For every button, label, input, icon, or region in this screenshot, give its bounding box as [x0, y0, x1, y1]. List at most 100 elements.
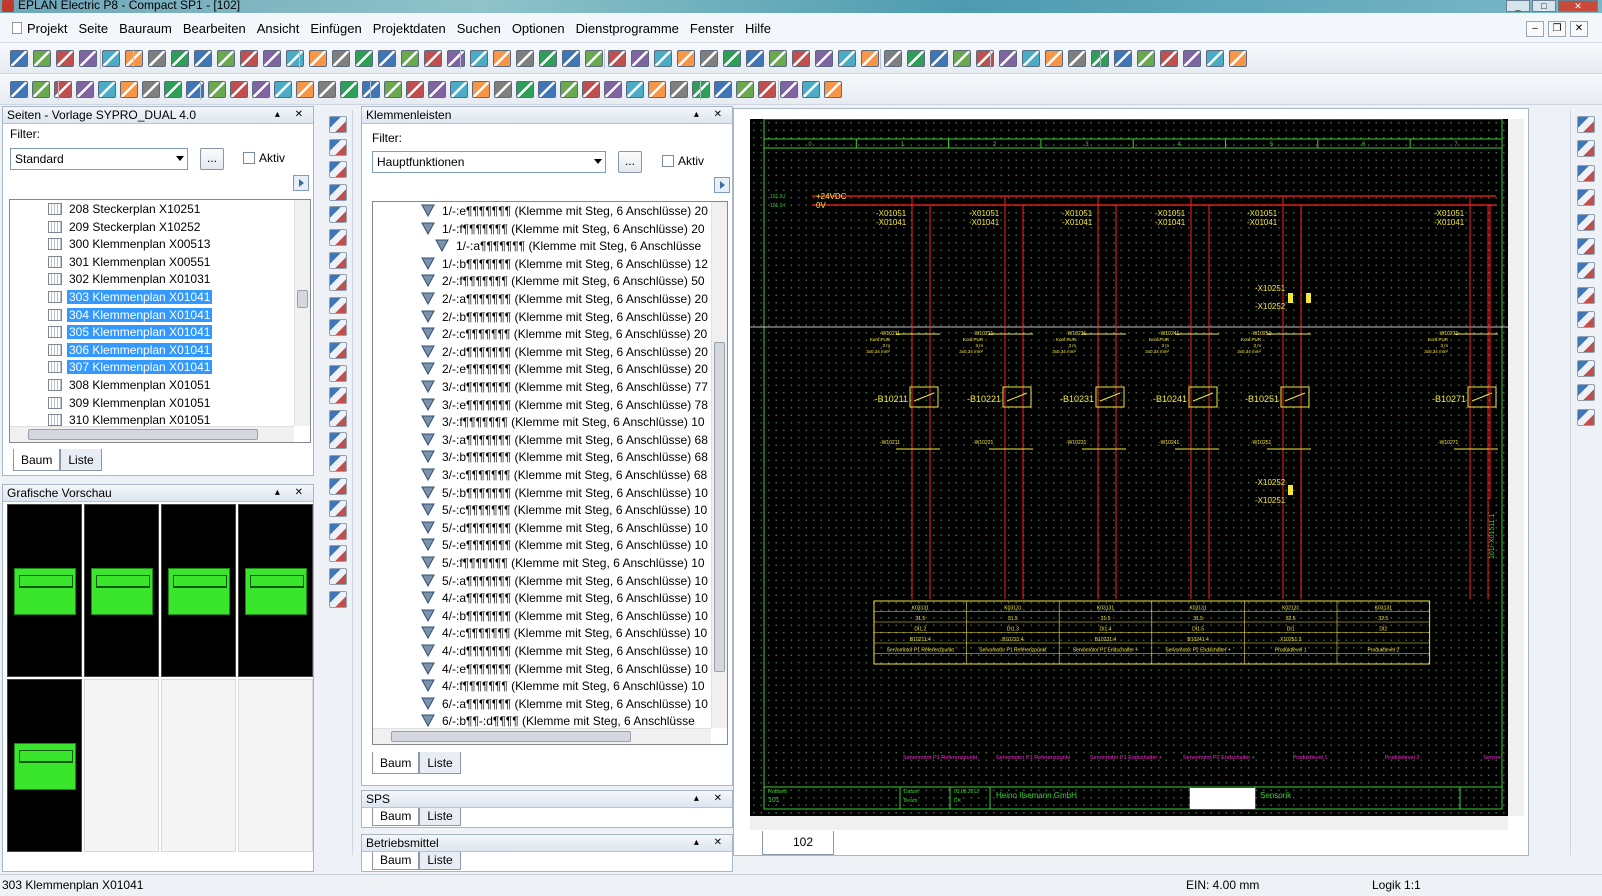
tree-item-terminal[interactable]: 4/-:b¶¶¶¶¶¶¶ (Klemme mit Steg, 6 Anschlü…: [421, 608, 710, 626]
preview-thumbnail[interactable]: [161, 504, 236, 677]
toolbar-tool-icon[interactable]: [714, 81, 732, 98]
toolbar-tool-icon[interactable]: [362, 81, 380, 98]
scroll-thumb[interactable]: [714, 342, 725, 672]
toolbar-tool-icon[interactable]: [1183, 50, 1201, 67]
drawing-tool-icon[interactable]: [329, 409, 347, 427]
drawing-tool-icon[interactable]: [329, 590, 347, 608]
tree-item-page[interactable]: 209 Steckerplan X10252: [48, 219, 202, 237]
toolbar-tool-icon[interactable]: [1068, 50, 1086, 67]
toolbar-tool-icon[interactable]: [700, 50, 718, 67]
tree-item-terminal[interactable]: 3/-:b¶¶¶¶¶¶¶ (Klemme mit Steg, 6 Anschlü…: [421, 449, 710, 467]
menu-fenster[interactable]: Fenster: [689, 21, 734, 36]
toolbar-tool-icon[interactable]: [1160, 50, 1178, 67]
tree-item-terminal[interactable]: 4/-:f¶¶¶¶¶¶¶ (Klemme mit Steg, 6 Anschlü…: [421, 678, 707, 696]
betriebsmittel-panel-buttons[interactable]: ▴ ✕: [693, 837, 728, 848]
menu-bauraum[interactable]: Bauraum: [119, 21, 172, 36]
toolbar-tool-icon[interactable]: [516, 81, 534, 98]
tab-liste[interactable]: Liste: [419, 852, 461, 870]
toolbar-tool-icon[interactable]: [723, 50, 741, 67]
terminal-tree[interactable]: 1/-:e¶¶¶¶¶¶¶ (Klemme mit Steg, 6 Anschlü…: [372, 201, 728, 745]
tree-item-terminal[interactable]: 6/-:a¶¶¶¶¶¶¶ (Klemme mit Steg, 6 Anschlü…: [421, 696, 710, 714]
scroll-thumb[interactable]: [391, 731, 631, 742]
tree-item-terminal[interactable]: 3/-:c¶¶¶¶¶¶¶ (Klemme mit Steg, 6 Anschlü…: [421, 467, 709, 485]
toolbar-tool-icon[interactable]: [263, 50, 281, 67]
toolbar-tool-icon[interactable]: [447, 50, 465, 67]
tree-item-page[interactable]: 308 Klemmenplan X01051: [48, 377, 212, 395]
toolbar-tool-icon[interactable]: [815, 50, 833, 67]
toolbar-tool-icon[interactable]: [626, 81, 644, 98]
toolbar-tool-icon[interactable]: [1206, 50, 1224, 67]
tab-liste[interactable]: Liste: [419, 808, 461, 826]
drawing-tool-icon[interactable]: [329, 342, 347, 359]
tree-item-terminal[interactable]: 5/-:b¶¶¶¶¶¶¶ (Klemme mit Steg, 6 Anschlü…: [421, 485, 710, 503]
tree-item-page[interactable]: 307 Klemmenplan X01041: [48, 359, 213, 377]
toolbar-tool-icon[interactable]: [309, 50, 327, 67]
toolbar-tool-icon[interactable]: [240, 50, 258, 67]
tree-item-page[interactable]: 310 Klemmenplan X01051: [48, 412, 212, 430]
terminal-aktiv-checkbox[interactable]: Aktiv: [662, 154, 704, 168]
tree-item-page[interactable]: 208 Steckerplan X10251: [48, 201, 202, 219]
editor-hscroll[interactable]: [750, 816, 1508, 830]
drawing-tool-icon[interactable]: [329, 545, 347, 563]
toolbar-tool-icon[interactable]: [10, 81, 28, 98]
drawing-tool-icon[interactable]: [329, 251, 347, 269]
tree-item-terminal[interactable]: 4/-:a¶¶¶¶¶¶¶ (Klemme mit Steg, 6 Anschlü…: [421, 590, 710, 608]
terminal-tree-hscroll[interactable]: [373, 728, 711, 744]
toolbar-tool-icon[interactable]: [802, 81, 820, 98]
drawing-tool-icon[interactable]: [329, 206, 347, 224]
toolbar-tool-icon[interactable]: [1045, 50, 1063, 67]
toolbar-tool-icon[interactable]: [538, 81, 556, 98]
tree-item-terminal[interactable]: 3/-:d¶¶¶¶¶¶¶ (Klemme mit Steg, 6 Anschlü…: [421, 379, 710, 397]
tree-item-page[interactable]: 303 Klemmenplan X01041: [48, 289, 213, 307]
toolbar-tool-icon[interactable]: [355, 50, 373, 67]
terminal-filter-combo[interactable]: Hauptfunktionen: [372, 151, 606, 173]
toolbar-tool-icon[interactable]: [164, 81, 182, 98]
tree-item-page[interactable]: 306 Klemmenplan X01041: [48, 342, 213, 360]
pages-panel-buttons[interactable]: ▴ ✕: [274, 109, 309, 120]
tree-item-terminal[interactable]: 5/-:e¶¶¶¶¶¶¶ (Klemme mit Steg, 6 Anschlü…: [421, 537, 710, 555]
tab-baum[interactable]: Baum: [372, 752, 420, 774]
toolbar-tool-icon[interactable]: [582, 81, 600, 98]
drawing-tool-icon[interactable]: [1577, 408, 1595, 426]
drawing-tool-icon[interactable]: [1577, 384, 1595, 402]
tree-item-terminal[interactable]: 4/-:e¶¶¶¶¶¶¶ (Klemme mit Steg, 6 Anschlü…: [421, 661, 710, 679]
minimize-button[interactable]: _: [1506, 0, 1530, 12]
toolbar-tool-icon[interactable]: [631, 50, 649, 67]
toolbar-tool-icon[interactable]: [194, 50, 212, 67]
drawing-tool-icon[interactable]: [329, 364, 347, 382]
toolbar-tool-icon[interactable]: [648, 81, 666, 98]
toolbar-tool-icon[interactable]: [296, 81, 314, 98]
pages-tree-hscroll[interactable]: [10, 426, 294, 442]
tree-item-page[interactable]: 300 Klemmenplan X00513: [48, 236, 212, 254]
terminal-tree-vscroll[interactable]: [711, 202, 727, 728]
drawing-tool-icon[interactable]: [1577, 262, 1595, 280]
toolbar-tool-icon[interactable]: [677, 50, 695, 67]
toolbar-tool-icon[interactable]: [10, 50, 28, 67]
toolbar-tool-icon[interactable]: [148, 50, 166, 67]
drawing-tool-icon[interactable]: [1577, 360, 1595, 377]
menu-einfuegen[interactable]: Einfügen: [310, 21, 362, 36]
toolbar-tool-icon[interactable]: [54, 81, 72, 98]
toolbar-tool-icon[interactable]: [539, 50, 557, 67]
tab-liste[interactable]: Liste: [60, 449, 102, 471]
toolbar-tool-icon[interactable]: [562, 50, 580, 67]
menu-projekt[interactable]: Projekt: [27, 21, 68, 36]
drawing-tool-icon[interactable]: [329, 455, 347, 472]
toolbar-tool-icon[interactable]: [171, 50, 189, 67]
toolbar-tool-icon[interactable]: [230, 81, 248, 98]
close-button[interactable]: ✕: [1558, 0, 1598, 12]
pages-aktiv-checkbox[interactable]: Aktiv: [243, 151, 285, 165]
toolbar-tool-icon[interactable]: [758, 81, 776, 98]
drawing-tool-icon[interactable]: [1577, 311, 1595, 329]
tree-item-terminal[interactable]: 5/-:d¶¶¶¶¶¶¶ (Klemme mit Steg, 6 Anschlü…: [421, 520, 710, 538]
toolbar-tool-icon[interactable]: [186, 81, 204, 98]
toolbar-tool-icon[interactable]: [953, 50, 971, 67]
drawing-tool-icon[interactable]: [329, 116, 347, 133]
toolbar-tool-icon[interactable]: [102, 50, 120, 67]
pages-tree-vscroll[interactable]: [294, 200, 310, 426]
drawing-tool-icon[interactable]: [1577, 116, 1595, 133]
toolbar-tool-icon[interactable]: [470, 50, 488, 67]
toolbar-tool-icon[interactable]: [736, 81, 754, 98]
